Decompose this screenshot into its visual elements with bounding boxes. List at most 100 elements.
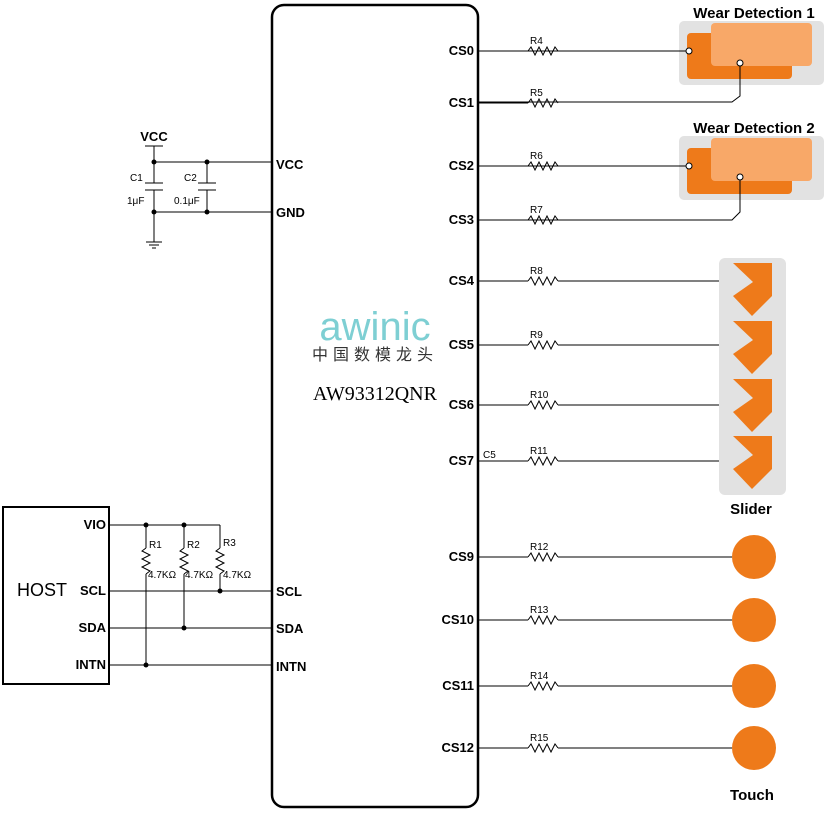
cs-channel-cs5: CS5 R9: [449, 330, 732, 352]
r3-name: R3: [223, 538, 236, 549]
cs7-note: C5: [483, 450, 496, 461]
resistor-r9-label: R9: [530, 330, 543, 341]
resistor-r7-label: R7: [530, 205, 543, 216]
cs-channel-cs0: CS0 R4: [449, 36, 689, 58]
resistor-r5: [527, 97, 559, 109]
chip-body: [270, 3, 480, 809]
cs-channel-cs9: CS9 R12: [449, 542, 732, 564]
pullup-r1: [140, 525, 152, 665]
chip-pin-cs12: CS12: [441, 740, 474, 755]
host-box: [2, 506, 110, 685]
resistor-r13: [527, 614, 559, 626]
chip-pin-cs1: CS1: [449, 95, 474, 110]
power-section: VCC C1 1μF C2 0.1μF: [127, 129, 272, 249]
slider-segment-2: [733, 321, 772, 374]
pullup-r2: [178, 525, 190, 628]
resistor-r6: [527, 160, 559, 172]
capacitor-c2: [198, 162, 216, 212]
wear1-title: Wear Detection 1: [693, 5, 814, 22]
touch-pad-3: [732, 664, 776, 708]
touch-pad-2: [732, 598, 776, 642]
wear2-pad-front: [711, 138, 812, 181]
resistor-r5-label: R5: [530, 88, 543, 99]
cs-channel-cs4: CS4 R8: [449, 266, 732, 288]
chip-pin-cs4: CS4: [449, 273, 475, 288]
c1-name: C1: [130, 173, 143, 184]
cs-channel-cs7: CS7 R11: [449, 446, 732, 468]
resistor-r15: [527, 742, 559, 754]
brand-logo: awinic: [319, 305, 430, 349]
chip-pin-intn: INTN: [276, 659, 306, 674]
resistor-r11: [527, 455, 559, 467]
chip-pin-gnd: GND: [276, 205, 305, 220]
touch-title: Touch: [730, 787, 774, 804]
slider-segment-1: [733, 263, 772, 316]
touch-pad-1: [732, 535, 776, 579]
resistor-r7: [527, 214, 559, 226]
resistor-r9: [527, 339, 559, 351]
cs-channels: CS0R4CS1R5CS2R6CS3R7CS4R8CS5R9CS6R10CS7R…: [441, 36, 732, 755]
slider-sensor: Slider: [719, 258, 786, 518]
pullup-r3: [214, 525, 226, 591]
chip-pin-vcc: VCC: [276, 157, 304, 172]
chip-pin-cs9: CS9: [449, 549, 474, 564]
resistor-r4: [527, 45, 559, 57]
wear2-title: Wear Detection 2: [693, 120, 814, 137]
chip-part-number: AW93312QNR: [313, 383, 438, 405]
cs-channel-cs11: CS11 R14: [442, 671, 732, 693]
resistor-r10: [527, 399, 559, 411]
host-pin-scl: SCL: [80, 583, 106, 598]
chip-pin-cs11: CS11: [442, 678, 474, 693]
chip-pin-cs2: CS2: [449, 158, 474, 173]
chip-pin-cs7: CS7: [449, 453, 474, 468]
capacitor-c1: [145, 162, 163, 242]
resistor-r14-label: R14: [530, 671, 549, 682]
resistor-r12: [527, 551, 559, 563]
r1-value: 4.7KΩ: [148, 570, 177, 581]
host-pin-vio: VIO: [84, 517, 106, 532]
resistor-r11-label: R11: [530, 446, 548, 457]
r3-value: 4.7KΩ: [223, 570, 252, 581]
chip-pin-cs10: CS10: [441, 612, 474, 627]
host-section: HOST VIO SCL SDA INTN R1: [2, 506, 272, 685]
resistor-r15-label: R15: [530, 733, 549, 744]
resistor-r12-label: R12: [530, 542, 549, 553]
slider-bg: [719, 258, 786, 495]
c2-value: 0.1μF: [174, 196, 200, 207]
chip-pin-cs0: CS0: [449, 43, 474, 58]
slider-segment-3: [733, 379, 772, 432]
resistor-r10-label: R10: [530, 390, 549, 401]
host-title: HOST: [17, 580, 67, 600]
cs-channel-cs10: CS10 R13: [441, 605, 732, 627]
wear1-pad-front: [711, 23, 812, 66]
cs-channel-cs6: CS6 R10: [449, 390, 732, 412]
chip-pin-cs3: CS3: [449, 212, 474, 227]
resistor-r13-label: R13: [530, 605, 549, 616]
chip-pin-sda: SDA: [276, 621, 304, 636]
resistor-r4-label: R4: [530, 36, 543, 47]
resistor-r8: [527, 275, 559, 287]
c1-value: 1μF: [127, 196, 144, 207]
brand-slogan: 中国数模龙头: [312, 346, 438, 364]
chip-pin-scl: SCL: [276, 584, 302, 599]
cs-channel-cs2: CS2 R6: [449, 151, 689, 173]
wear-detection-1: Wear Detection 1: [478, 5, 824, 103]
resistor-r14: [527, 680, 559, 692]
chip-pin-cs6: CS6: [449, 397, 474, 412]
touch-pad-4: [732, 726, 776, 770]
wear-detection-2: Wear Detection 2: [478, 120, 824, 221]
slider-title: Slider: [730, 501, 772, 518]
resistor-r6-label: R6: [530, 151, 543, 162]
chip-pin-cs5: CS5: [449, 337, 474, 352]
touch-sensors: Touch: [730, 535, 776, 804]
vcc-label: VCC: [140, 129, 168, 144]
host-pin-sda: SDA: [79, 620, 107, 635]
r1-name: R1: [149, 540, 162, 551]
c2-name: C2: [184, 173, 197, 184]
r2-value: 4.7KΩ: [185, 570, 214, 581]
resistor-r8-label: R8: [530, 266, 543, 277]
r2-name: R2: [187, 540, 200, 551]
host-pin-intn: INTN: [76, 657, 106, 672]
ground-symbol: [146, 241, 162, 249]
